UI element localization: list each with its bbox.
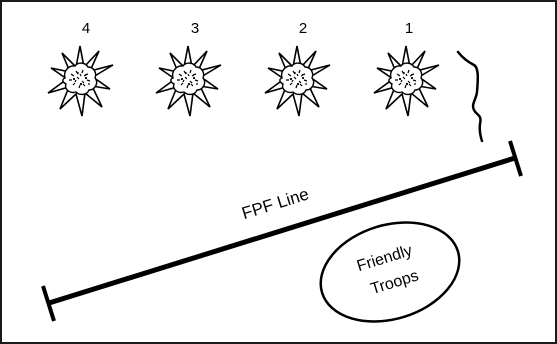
burst-1-label: 1 <box>405 20 413 37</box>
wavy-connector <box>456 50 484 143</box>
burst-2-label: 2 <box>299 20 307 37</box>
burst-2: 2 <box>264 20 331 117</box>
burst-4: 4 <box>47 20 114 117</box>
burst-1: 1 <box>373 20 440 117</box>
fpf-line-bar <box>48 155 516 306</box>
burst-3: 3 <box>155 20 222 117</box>
burst-3-label: 3 <box>191 20 199 37</box>
fpf-line-right-cap <box>508 140 523 177</box>
burst-4-label: 4 <box>82 20 90 37</box>
fpf-line-left-cap <box>41 285 56 322</box>
friendly-troops: Friendly Troops <box>319 221 461 323</box>
friendly-troops-ellipse <box>319 221 461 323</box>
